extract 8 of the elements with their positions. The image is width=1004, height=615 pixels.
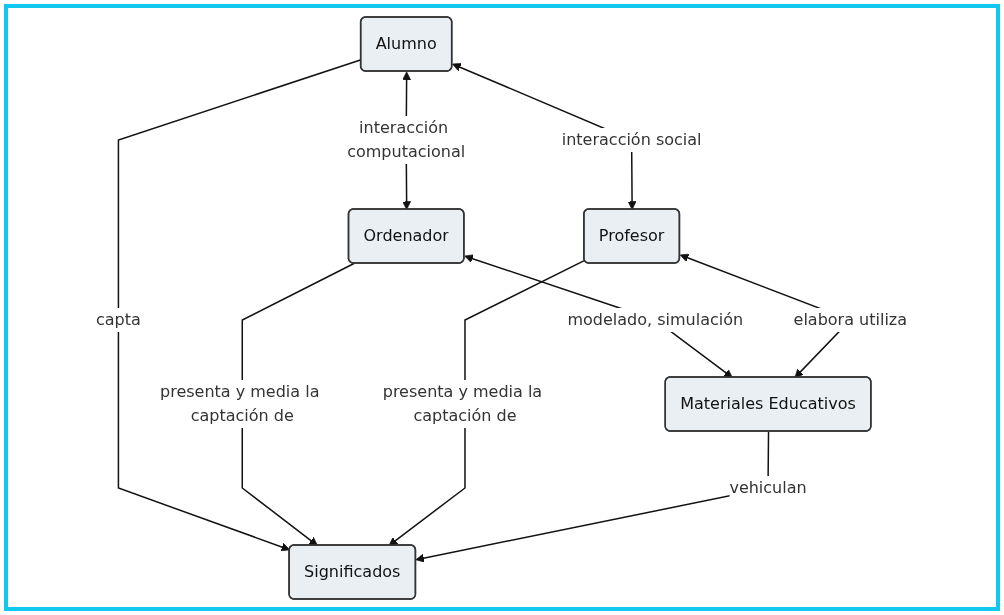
edge-label: interacción social bbox=[562, 129, 702, 149]
edge-label: presenta y media la captación de bbox=[160, 381, 320, 425]
edge-label: interacción computacional bbox=[347, 117, 466, 161]
edge-label: capta bbox=[96, 309, 142, 329]
edge-label: presenta y media la captación de bbox=[383, 381, 543, 425]
edge-label: modelado, simulación bbox=[567, 309, 744, 329]
edge-label: elabora utiliza bbox=[794, 309, 908, 329]
edge-label: vehiculan bbox=[729, 477, 808, 497]
